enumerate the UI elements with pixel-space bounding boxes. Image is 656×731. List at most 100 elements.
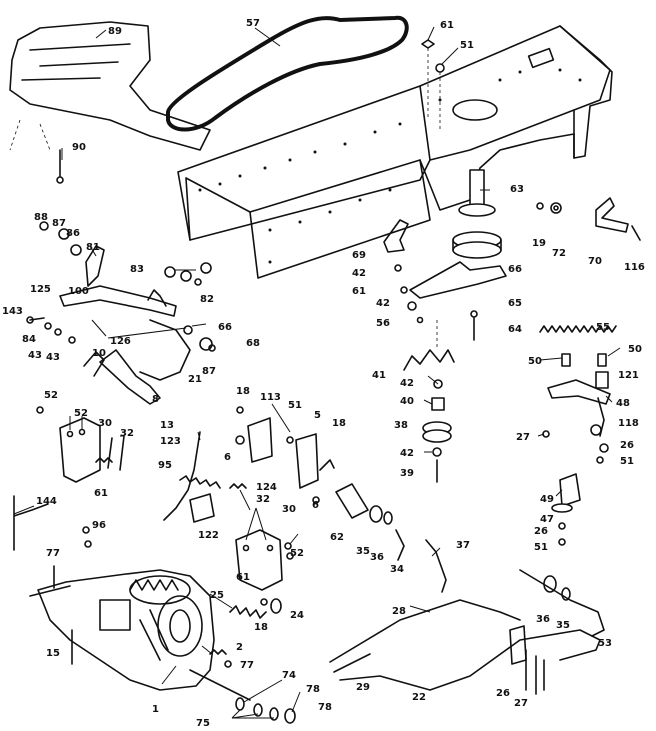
pivot-47-part <box>551 473 581 546</box>
label-66: 66 <box>218 322 232 333</box>
label-74: 74 <box>282 670 296 681</box>
label-26: 26 <box>496 688 510 699</box>
spring-2-part <box>209 649 227 655</box>
label-42: 42 <box>400 448 414 459</box>
label-42: 42 <box>376 298 390 309</box>
label-143: 143 <box>2 306 23 317</box>
bracket-30-left-part <box>36 406 125 483</box>
label-121: 121 <box>618 370 639 381</box>
label-47: 47 <box>540 514 554 525</box>
hardware-24-part <box>260 598 282 614</box>
label-1: 1 <box>152 704 159 715</box>
label-66: 66 <box>508 264 522 275</box>
bracket-113-part <box>235 406 294 463</box>
label-51: 51 <box>620 456 634 467</box>
label-70: 70 <box>588 256 602 267</box>
label-77: 77 <box>240 660 254 671</box>
drive-belt-part <box>166 15 409 132</box>
label-78: 78 <box>306 684 320 695</box>
spring-95-part <box>179 475 221 489</box>
label-34: 34 <box>390 564 404 575</box>
label-69: 69 <box>352 250 366 261</box>
label-29: 29 <box>356 682 370 693</box>
label-126: 126 <box>110 336 131 347</box>
label-113: 113 <box>260 392 281 403</box>
bracket-70-part <box>595 197 629 233</box>
bracket-5-part <box>295 433 335 504</box>
washers-36-35-part <box>543 575 571 601</box>
label-6: 6 <box>224 452 231 463</box>
brake-linkage-part <box>26 221 216 405</box>
label-26: 26 <box>534 526 548 537</box>
label-15: 15 <box>46 648 60 659</box>
label-77: 77 <box>46 548 60 559</box>
spring-55-part <box>539 325 617 333</box>
label-28: 28 <box>392 606 406 617</box>
label-13: 13 <box>160 420 174 431</box>
label-43: 43 <box>46 352 60 363</box>
label-118: 118 <box>618 418 639 429</box>
bushing-62-part <box>335 483 405 561</box>
rod-28-part <box>329 599 521 663</box>
label-51: 51 <box>288 400 302 411</box>
label-2: 2 <box>236 642 243 653</box>
bracket-30-center-part <box>235 529 294 591</box>
label-87: 87 <box>202 366 216 377</box>
frame-holes <box>198 68 582 264</box>
bracket-69-part <box>383 219 409 253</box>
label-51: 51 <box>534 542 548 553</box>
main-frame-part <box>177 25 613 279</box>
label-122: 122 <box>198 530 219 541</box>
label-32: 32 <box>120 428 134 439</box>
label-38: 38 <box>394 420 408 431</box>
seat-fender-part <box>9 21 211 151</box>
rod-22-part <box>339 629 601 691</box>
label-81: 81 <box>86 242 100 253</box>
label-18: 18 <box>254 622 268 633</box>
label-42: 42 <box>400 378 414 389</box>
label-57: 57 <box>246 18 260 29</box>
label-56: 56 <box>376 318 390 329</box>
label-124: 124 <box>256 482 277 493</box>
label-39: 39 <box>400 468 414 479</box>
label-5: 5 <box>314 410 321 421</box>
label-27: 27 <box>514 698 528 709</box>
label-63: 63 <box>510 184 524 195</box>
washers-75-part <box>235 697 296 724</box>
label-62: 62 <box>330 532 344 543</box>
label-27: 27 <box>516 432 530 443</box>
label-52: 52 <box>44 390 58 401</box>
label-52: 52 <box>290 548 304 559</box>
label-37: 37 <box>456 540 470 551</box>
engine-pulley-part <box>452 169 502 259</box>
label-75: 75 <box>196 718 210 729</box>
label-52: 52 <box>74 408 88 419</box>
label-82: 82 <box>200 294 214 305</box>
label-21: 21 <box>188 374 202 385</box>
label-53: 53 <box>598 638 612 649</box>
label-24: 24 <box>290 610 304 621</box>
wrench-144-part <box>13 495 49 551</box>
label-10: 10 <box>92 348 106 359</box>
label-36: 36 <box>536 614 550 625</box>
label-61: 61 <box>352 286 366 297</box>
idler-arm-66-part <box>409 261 507 299</box>
label-8: 8 <box>152 394 159 405</box>
label-61: 61 <box>440 20 454 31</box>
label-18: 18 <box>332 418 346 429</box>
bracket-26-27-part <box>509 625 545 695</box>
label-100: 100 <box>68 286 89 297</box>
hardware-19-72-part <box>536 202 562 214</box>
label-87: 87 <box>52 218 66 229</box>
spring-25-part <box>229 605 267 619</box>
label-84: 84 <box>22 334 36 345</box>
label-123: 123 <box>160 436 181 447</box>
label-35: 35 <box>356 546 370 557</box>
spring-124-part <box>229 483 247 489</box>
label-72: 72 <box>552 248 566 259</box>
label-50: 50 <box>628 344 642 355</box>
label-116: 116 <box>624 262 645 273</box>
label-88: 88 <box>34 212 48 223</box>
label-26: 26 <box>620 440 634 451</box>
